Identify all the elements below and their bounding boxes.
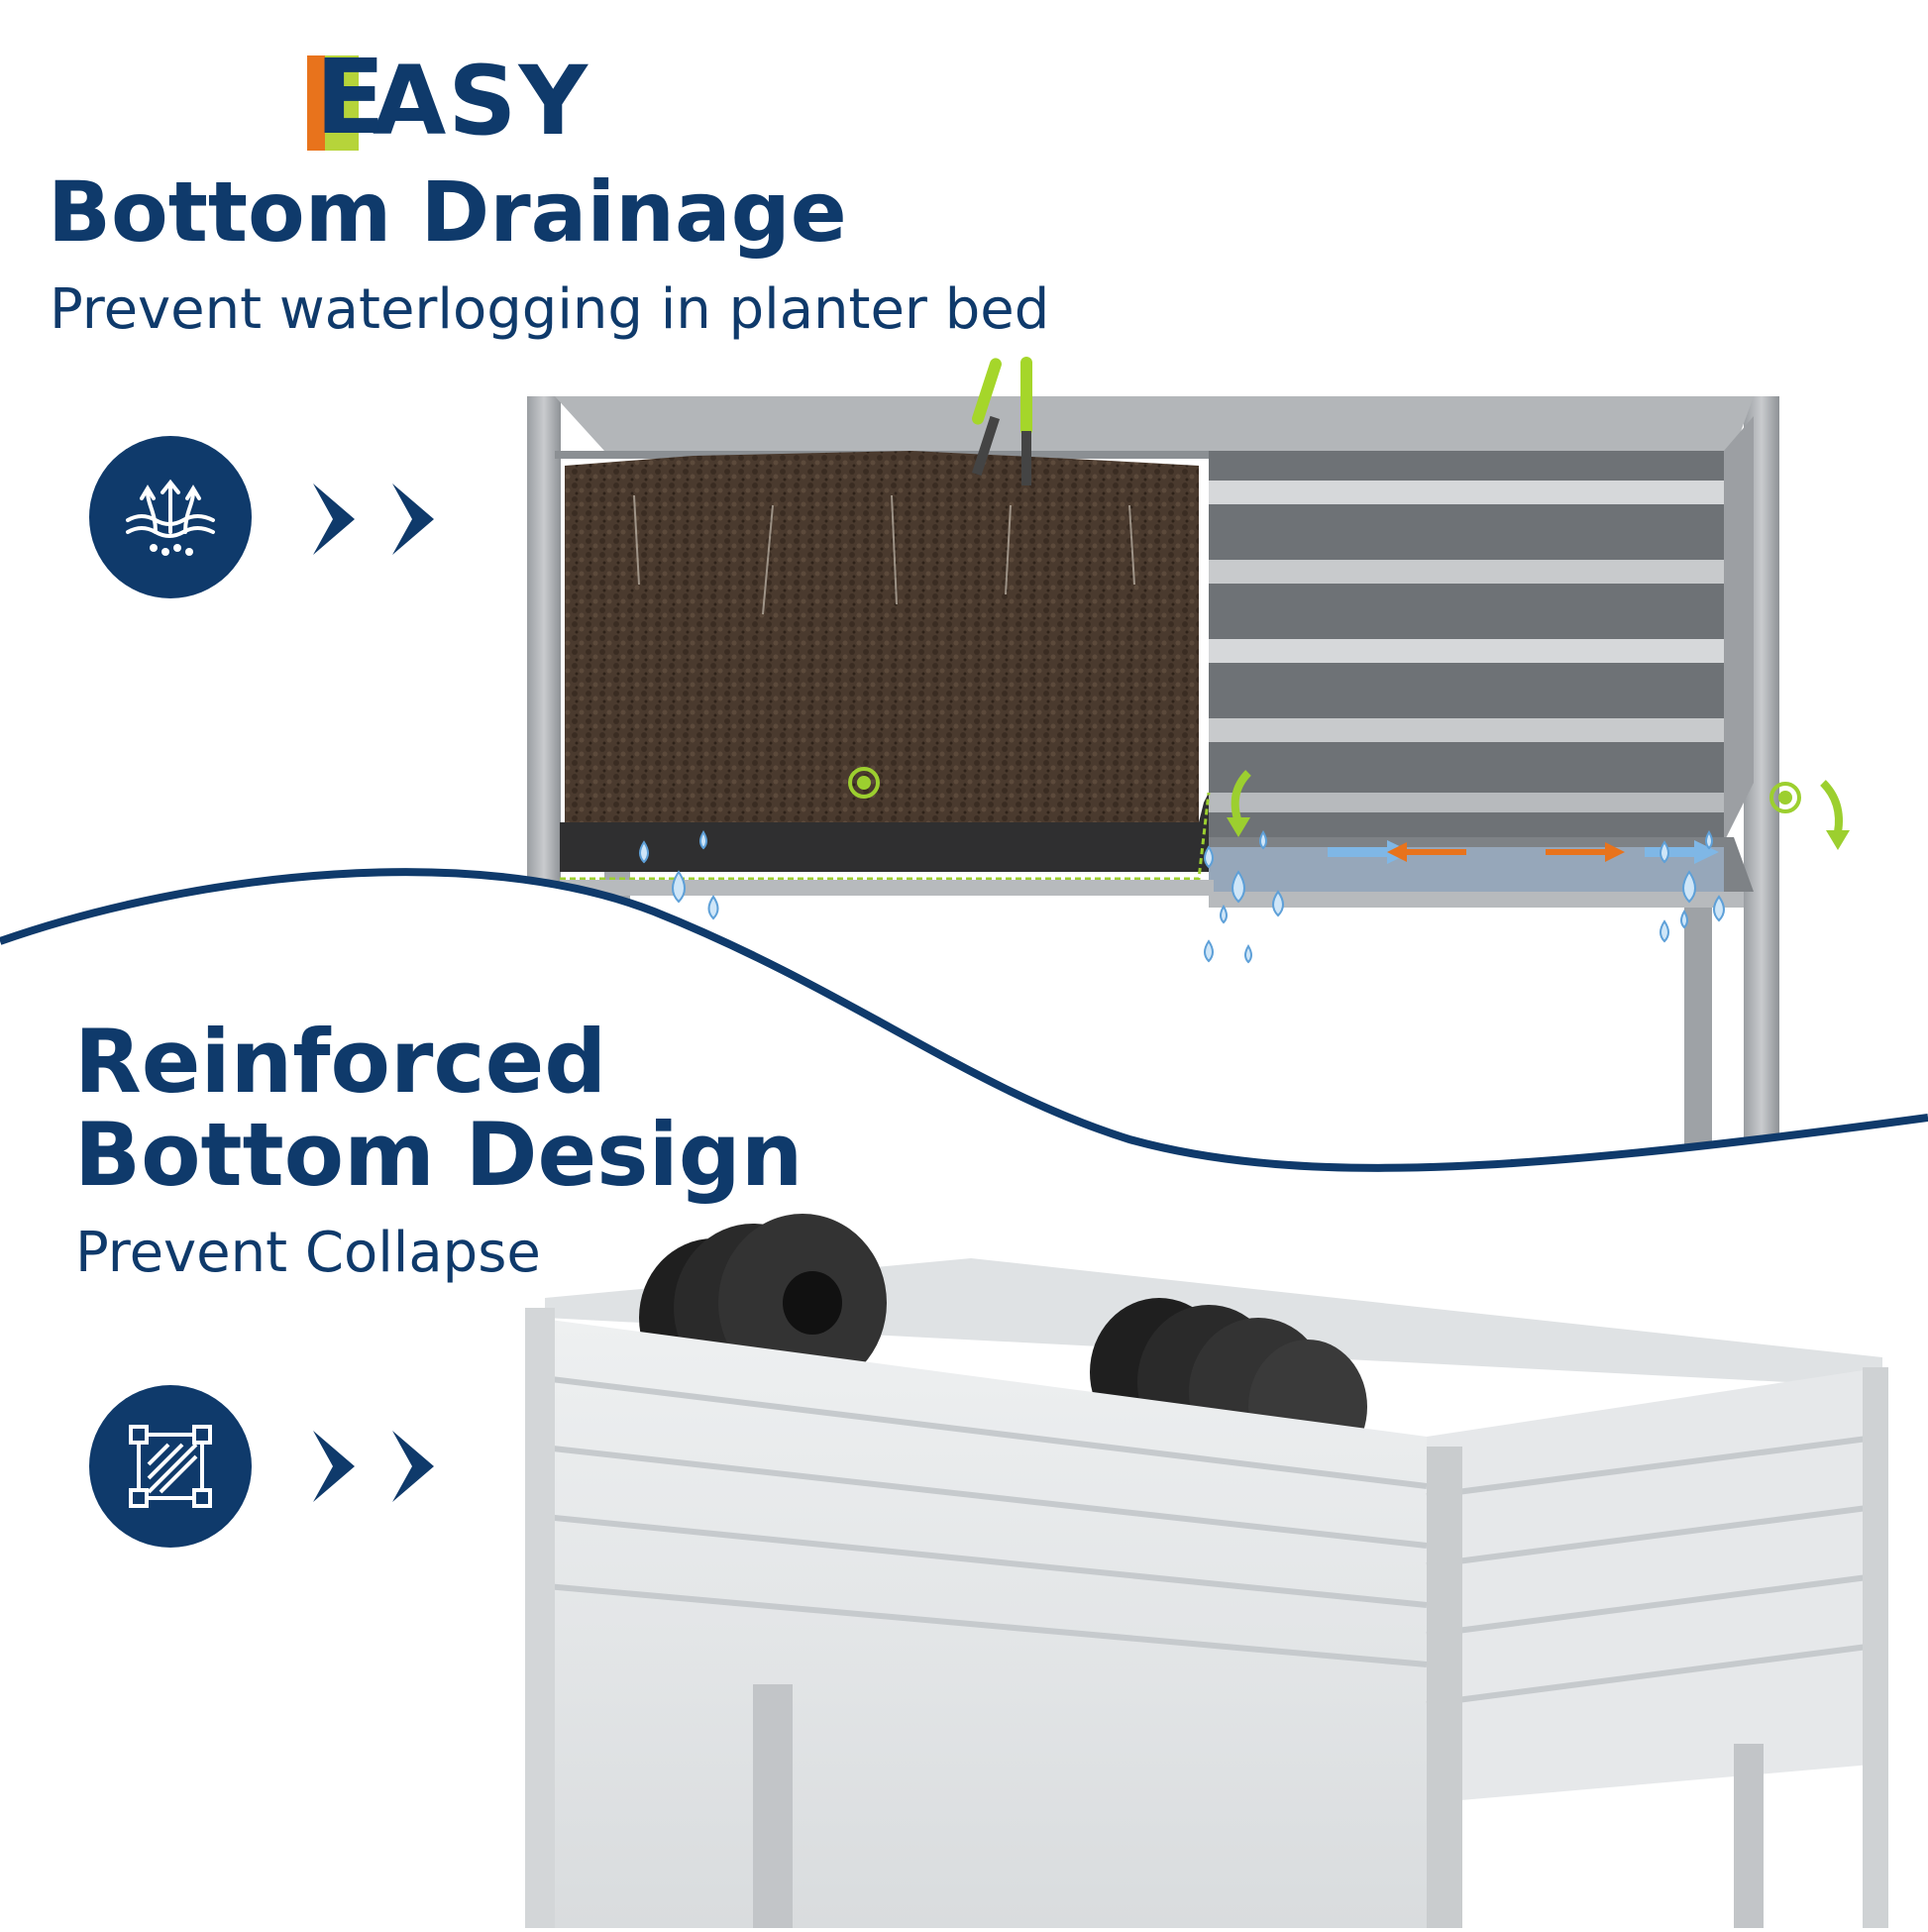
section1-chevrons [309,480,487,559]
section2-subtitle: Prevent Collapse [75,1221,541,1285]
brand-mark: E [307,46,385,151]
section1-title: Bottom Drainage [48,163,847,261]
planter-weights-image [515,1209,1922,1928]
wave-divider [0,852,1928,1189]
section1-subtitle: Prevent waterlogging in planter bed [50,277,1050,342]
brand-letter: E [315,37,386,158]
section2-title: Reinforced Bottom Design [74,1011,803,1206]
reinforced-frame-icon [89,1385,252,1548]
brand-name: ASY [373,46,589,157]
section2-chevrons [309,1427,487,1506]
planter-drainage-image [515,357,1902,1149]
brand-logo: E ASY [307,46,589,157]
drainage-icon [89,436,252,598]
